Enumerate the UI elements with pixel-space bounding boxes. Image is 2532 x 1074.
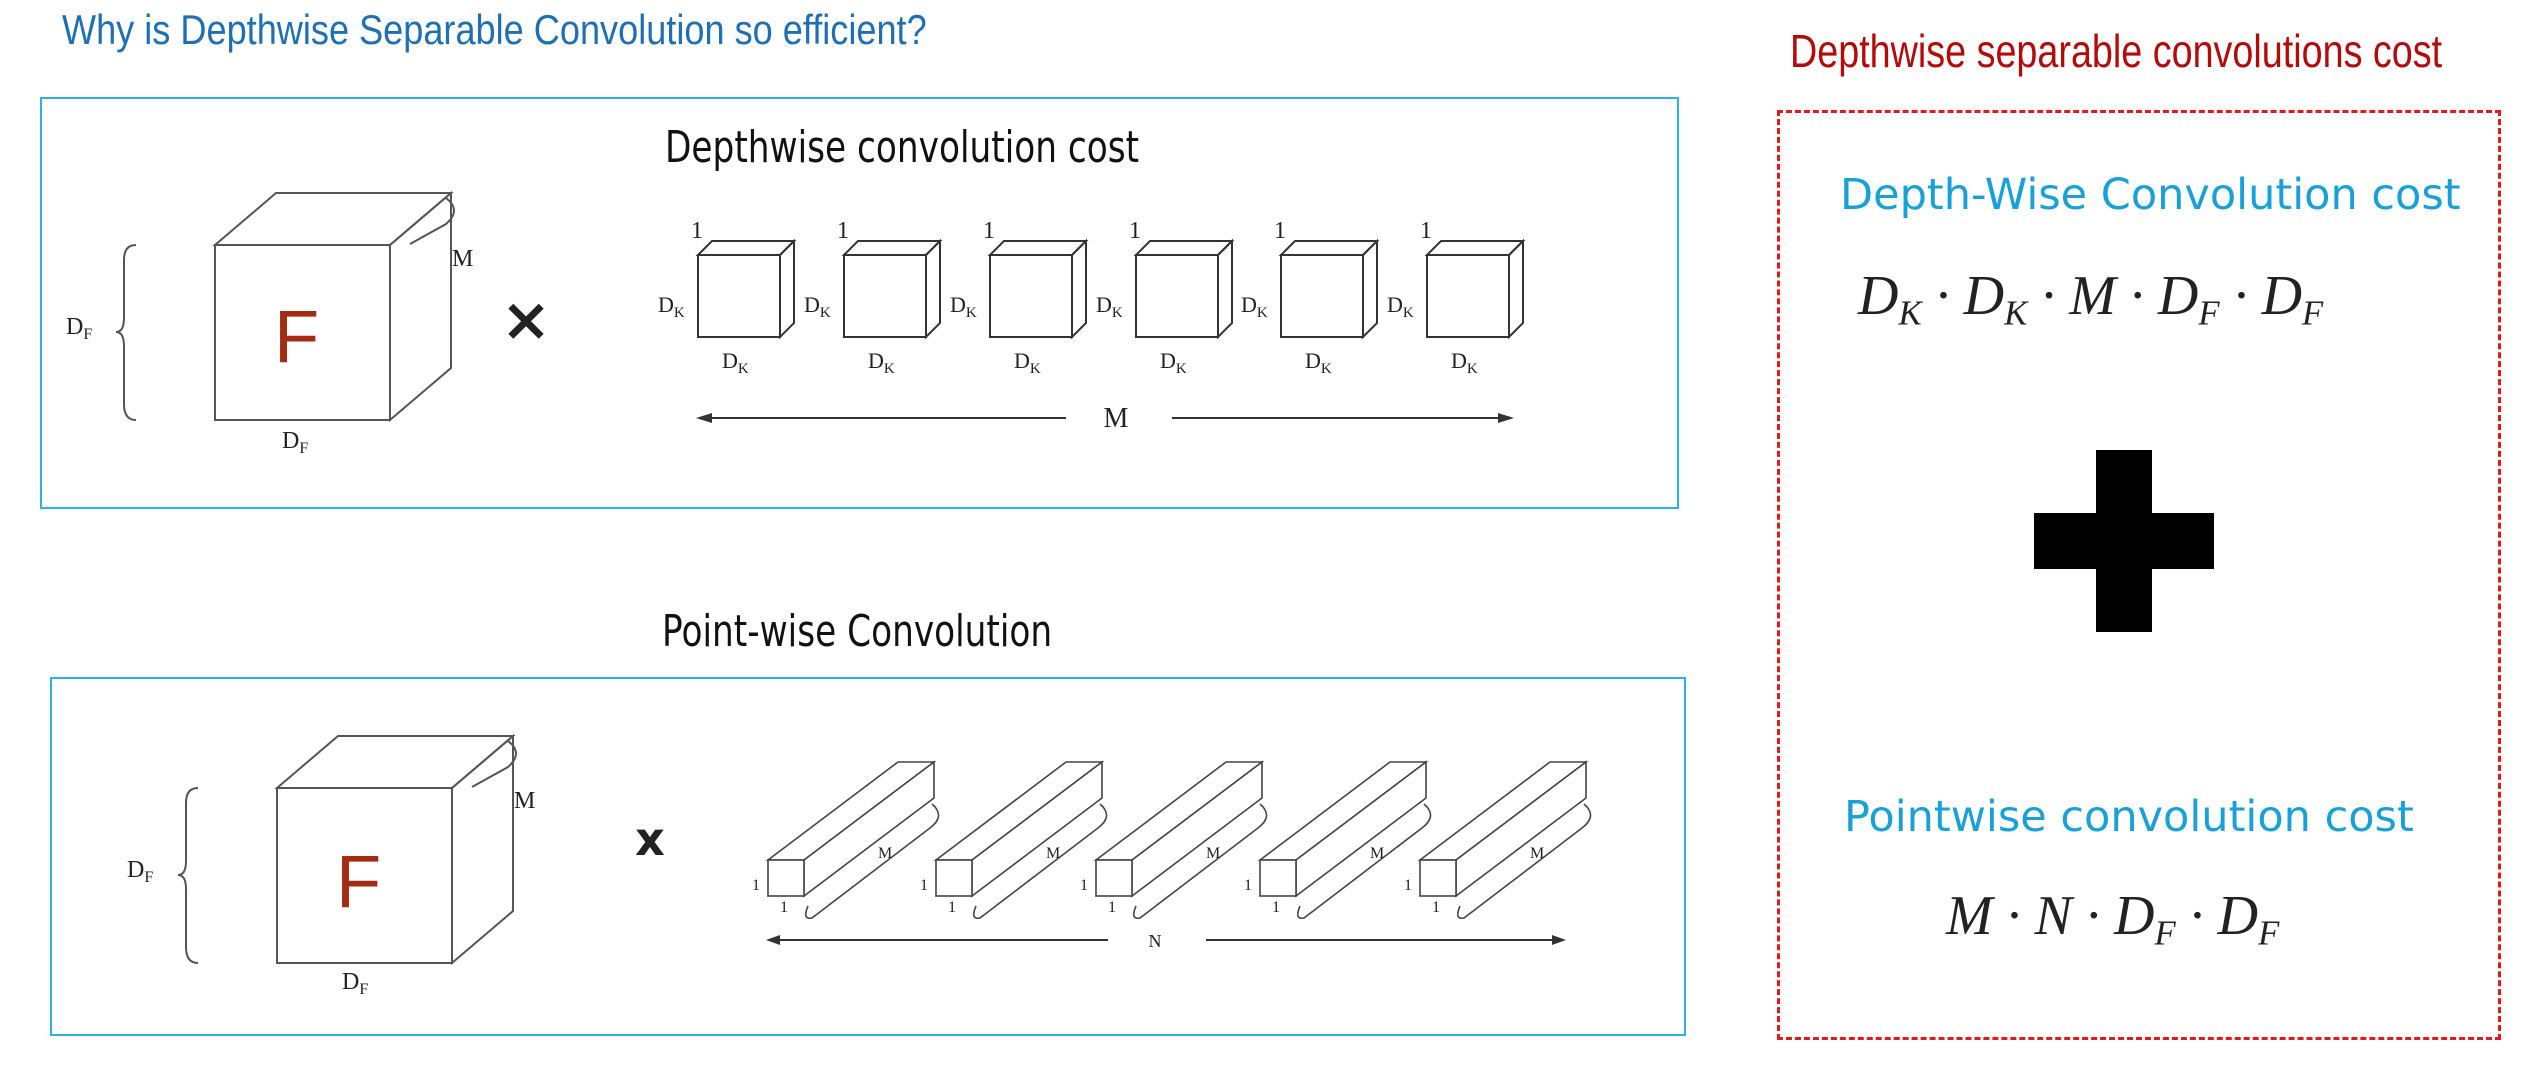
- kernel-side-label: DK: [950, 292, 977, 321]
- depthwise-multiply-operator: ×: [501, 285, 551, 355]
- filter-depth-label: M: [878, 845, 892, 862]
- pointwise-multiply-operator: x: [635, 812, 665, 866]
- filter-side-label: 1: [752, 877, 760, 894]
- pointwise-filter: [1417, 760, 1592, 920]
- filter-side-label: 1: [948, 899, 956, 916]
- filter-depth-label: M: [1530, 845, 1544, 862]
- kernel-side-label: DK: [1241, 292, 1268, 321]
- depthwise-kernel: [841, 238, 943, 340]
- pointwise-span-label: N: [1149, 931, 1162, 951]
- filter-side-label: 1: [1244, 877, 1252, 894]
- filter-side-label: 1: [920, 877, 928, 894]
- depthwise-kernel: [1278, 238, 1380, 340]
- kernel-side-label: DK: [1387, 292, 1414, 321]
- pointwise-input-depth-label: M: [514, 788, 535, 814]
- kernel-side-label: DK: [868, 348, 895, 377]
- filter-side-label: 1: [780, 899, 788, 916]
- depthwise-input-letter: F: [274, 295, 319, 378]
- pointwise-cost-formula: M · N · DF · DF: [1946, 885, 2280, 953]
- depthwise-kernel-row: 1DK DK 1DK DK 1DK DK 1DK DK 1DK DK 1DK DK: [658, 218, 1526, 377]
- filter-depth-label: M: [1046, 845, 1060, 862]
- pointwise-input-height-label: DF: [127, 857, 153, 886]
- cost-box-title: Depthwise separable convolutions cost: [1790, 25, 2443, 77]
- kernel-side-label: DK: [1014, 348, 1041, 377]
- depthwise-kernel: [1133, 238, 1235, 340]
- depthwise-kernel: [695, 238, 797, 340]
- pointwise-filter-row: 1 1 M 1 1 M 1 1 M 1 1 M 1 1 M: [752, 760, 1592, 920]
- pointwise-span-arrow: [766, 935, 1566, 945]
- kernel-side-label: DK: [1451, 348, 1478, 377]
- pointwise-input-cube: [177, 733, 517, 966]
- kernel-side-label: DK: [658, 292, 685, 321]
- pointwise-cost-label: Pointwise convolution cost: [1844, 792, 2414, 842]
- plus-icon: [2034, 450, 2214, 632]
- pointwise-heading: Point-wise Convolution: [662, 606, 1053, 657]
- depthwise-kernel: [987, 238, 1089, 340]
- pointwise-filter: [933, 760, 1108, 920]
- pointwise-panel: [50, 677, 1686, 1036]
- kernel-depth-label: 1: [691, 218, 703, 244]
- kernel-side-label: DK: [722, 348, 749, 377]
- depthwise-cost-label: Depth-Wise Convolution cost: [1840, 170, 2461, 220]
- kernel-depth-label: 1: [837, 218, 849, 244]
- cost-box: [1777, 110, 2501, 1040]
- depthwise-kernel: [1424, 238, 1526, 340]
- kernel-depth-label: 1: [983, 218, 995, 244]
- filter-side-label: 1: [1108, 899, 1116, 916]
- pointwise-filter: [765, 760, 940, 920]
- filter-side-label: 1: [1272, 899, 1280, 916]
- pointwise-filter: [1257, 760, 1432, 920]
- depthwise-input-depth-label: M: [452, 246, 473, 272]
- pointwise-input-width-label: DF: [342, 969, 368, 998]
- slide-title: Why is Depthwise Separable Convolution s…: [62, 6, 927, 53]
- kernel-side-label: DK: [1305, 348, 1332, 377]
- pointwise-input-letter: F: [336, 840, 381, 923]
- depthwise-span-label: M: [1104, 403, 1129, 434]
- filter-depth-label: M: [1206, 845, 1220, 862]
- depthwise-span-arrow: [696, 413, 1514, 423]
- filter-side-label: 1: [1080, 877, 1088, 894]
- kernel-side-label: DK: [1096, 292, 1123, 321]
- depthwise-input-height-label: DF: [66, 314, 92, 343]
- kernel-depth-label: 1: [1129, 218, 1141, 244]
- filter-side-label: 1: [1432, 899, 1440, 916]
- depthwise-panel: [40, 97, 1679, 509]
- depthwise-input-width-label: DF: [282, 428, 308, 457]
- pointwise-filter: [1093, 760, 1268, 920]
- depthwise-heading: Depthwise convolution cost: [665, 122, 1140, 173]
- filter-depth-label: M: [1370, 845, 1384, 862]
- kernel-side-label: DK: [804, 292, 831, 321]
- kernel-side-label: DK: [1160, 348, 1187, 377]
- kernel-depth-label: 1: [1420, 218, 1432, 244]
- depthwise-cost-formula: DK · DK · M · DF · DF: [1858, 265, 2324, 333]
- depthwise-input-cube: [115, 190, 455, 423]
- filter-side-label: 1: [1404, 877, 1412, 894]
- kernel-depth-label: 1: [1274, 218, 1286, 244]
